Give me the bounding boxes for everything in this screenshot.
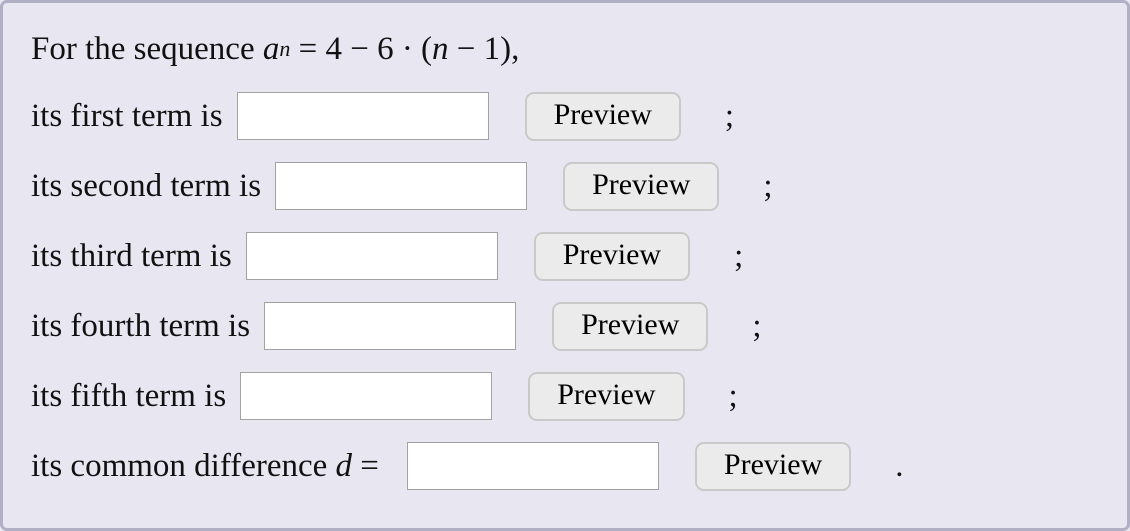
preview-button-common-difference[interactable]: Preview <box>694 441 852 491</box>
first-term-label: its first term is <box>31 97 223 134</box>
second-term-punctuation: ; <box>763 167 773 204</box>
sequence-variable: a <box>262 30 280 67</box>
answer-row-first-term: its first term is Preview ; <box>31 81 1127 151</box>
sequence-variable-subscript: n <box>279 36 291 61</box>
answer-row-second-term: its second term is Preview ; <box>31 151 1127 221</box>
preview-button-first-term[interactable]: Preview <box>524 91 681 141</box>
formula-body: = 4 − 6 · ( <box>290 30 433 67</box>
formula-n-variable: n <box>432 30 449 67</box>
common-difference-equals: = <box>352 447 379 484</box>
formula-end: − 1), <box>448 30 520 67</box>
preview-button-fifth-term[interactable]: Preview <box>528 371 685 421</box>
answer-row-fifth-term: its fifth term is Preview ; <box>31 361 1127 431</box>
fifth-term-input[interactable] <box>240 372 493 420</box>
answer-row-common-difference: its common difference d = Preview . <box>31 431 1127 501</box>
second-term-input[interactable] <box>275 162 528 210</box>
answer-row-third-term: its third term is Preview ; <box>31 221 1127 291</box>
third-term-label: its third term is <box>31 237 232 274</box>
third-term-input[interactable] <box>245 232 498 280</box>
fifth-term-punctuation: ; <box>728 377 738 414</box>
second-term-label: its second term is <box>31 167 262 204</box>
common-difference-input[interactable] <box>406 442 659 490</box>
preview-button-third-term[interactable]: Preview <box>533 231 691 281</box>
common-difference-variable: d <box>335 447 353 484</box>
fourth-term-label: its fourth term is <box>31 307 251 344</box>
fifth-term-label: its fifth term is <box>31 377 227 414</box>
common-difference-label: its common difference <box>31 447 336 484</box>
preview-button-fourth-term[interactable]: Preview <box>552 301 709 351</box>
answer-row-fourth-term: its fourth term is Preview ; <box>31 291 1127 361</box>
fourth-term-input[interactable] <box>264 302 517 350</box>
fourth-term-punctuation: ; <box>752 307 762 344</box>
first-term-punctuation: ; <box>724 97 735 134</box>
third-term-punctuation: ; <box>734 237 744 274</box>
statement-text: For the sequence <box>31 30 263 67</box>
first-term-input[interactable] <box>236 92 489 140</box>
preview-button-second-term[interactable]: Preview <box>563 161 720 211</box>
common-difference-punctuation: . <box>895 447 904 484</box>
